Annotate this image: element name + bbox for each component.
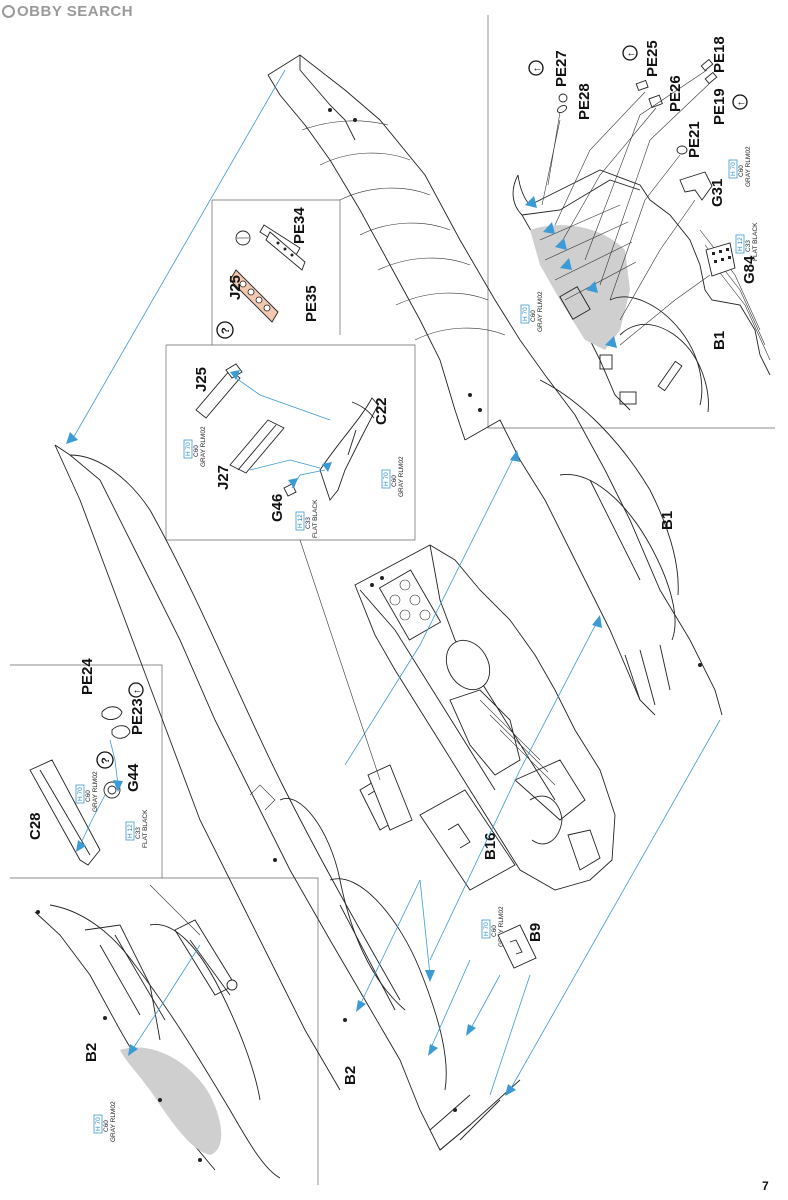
- paint-callout-gray: H 70 C60 GRAY RLM02: [381, 456, 405, 497]
- part-label-c28: C28: [27, 812, 44, 840]
- part-label-pe34: PE34: [291, 207, 308, 244]
- orientation-marker-icon: ↑: [622, 45, 638, 61]
- question-marker-icon: ?: [216, 321, 234, 339]
- part-label-g46: G46: [269, 494, 286, 522]
- part-label-b16: B16: [482, 832, 499, 860]
- assembly-guide-lines: [66, 69, 721, 1096]
- svg-text:GRAY RLM02: GRAY RLM02: [745, 146, 752, 187]
- svg-text:FLAT BLACK: FLAT BLACK: [142, 809, 149, 848]
- paint-callout-black: H 12 C33 FLAT BLACK: [735, 222, 759, 261]
- part-label-j27: J27: [215, 465, 232, 490]
- paint-callout-gray: H 70 C60 GRAY RLM02: [75, 771, 99, 812]
- hobby-search-watermark: OBBY SEARCH: [2, 3, 133, 20]
- paint-callout-gray: H 70 C60 GRAY RLM02: [93, 1101, 117, 1142]
- part-label-pe25: PE25: [644, 40, 661, 77]
- part-label-b1: B1: [659, 511, 676, 530]
- svg-text:C33: C33: [745, 240, 752, 252]
- inset-b2-sidewall: [34, 884, 281, 1179]
- svg-text:H 70: H 70: [483, 922, 490, 936]
- inset-instrument-panel: [229, 224, 306, 323]
- svg-text:H 70: H 70: [77, 787, 84, 801]
- svg-text:H 70: H 70: [185, 442, 192, 456]
- svg-text:C60: C60: [85, 790, 92, 802]
- part-label-pe18: PE18: [711, 36, 728, 73]
- question-marker-icon: ?: [96, 751, 114, 769]
- svg-text:C60: C60: [193, 445, 200, 457]
- orientation-marker-icon: ↑: [732, 94, 748, 110]
- page-number: 7: [762, 1179, 769, 1193]
- part-label-j25-top: J25: [227, 275, 244, 300]
- svg-text:C60: C60: [391, 475, 398, 487]
- part-label-pe35: PE35: [303, 285, 320, 322]
- inset-c28-g44: [29, 706, 131, 866]
- part-label-pe24: PE24: [79, 658, 96, 695]
- part-label-j25: J25: [193, 367, 210, 392]
- svg-text:H 12: H 12: [737, 237, 744, 251]
- floor-part-b16: [419, 789, 516, 891]
- fuselage-half-b1: [267, 54, 723, 716]
- svg-text:↑: ↑: [132, 689, 143, 694]
- svg-text:H 70: H 70: [95, 1117, 102, 1131]
- svg-text:↑: ↑: [532, 67, 543, 72]
- paint-callout-gray: H 70 C60 GRAY RLM02: [183, 426, 207, 467]
- svg-text:GRAY RLM02: GRAY RLM02: [110, 1101, 117, 1142]
- part-label-g84: G84: [741, 255, 758, 284]
- svg-text:GRAY RLM02: GRAY RLM02: [498, 906, 505, 947]
- floor-part-b9: [497, 924, 537, 969]
- svg-text:?: ?: [220, 327, 232, 334]
- svg-text:H 70: H 70: [730, 162, 737, 176]
- part-label-pe28: PE28: [576, 83, 593, 120]
- svg-text:FLAT BLACK: FLAT BLACK: [312, 499, 319, 538]
- svg-text:H 70: H 70: [522, 307, 529, 321]
- svg-text:↑: ↑: [736, 101, 747, 106]
- svg-text:GRAY RLM02: GRAY RLM02: [398, 456, 405, 497]
- svg-text:↑: ↑: [626, 52, 637, 57]
- bulkhead-part: [367, 764, 413, 831]
- svg-text:C60: C60: [103, 1120, 110, 1132]
- inset-seat-bulkhead: [195, 363, 379, 501]
- svg-text:GRAY RLM02: GRAY RLM02: [537, 291, 544, 332]
- svg-text:FLAT BLACK: FLAT BLACK: [752, 222, 759, 261]
- svg-text:C33: C33: [305, 517, 312, 529]
- svg-text:H 70: H 70: [383, 472, 390, 486]
- part-label-c22: C22: [373, 397, 390, 425]
- part-label-pe21: PE21: [686, 121, 703, 158]
- svg-text:GRAY RLM02: GRAY RLM02: [200, 426, 207, 467]
- part-label-g44: G44: [125, 763, 142, 792]
- part-label-b9: B9: [527, 923, 544, 942]
- paint-callout-gray: H 70 C60 GRAY RLM02: [481, 906, 505, 947]
- svg-text:?: ?: [100, 757, 112, 764]
- svg-text:GRAY RLM02: GRAY RLM02: [92, 771, 99, 812]
- paint-callout-black: H 12 C33 FLAT BLACK: [295, 499, 319, 538]
- paint-callout-black: H 12 C33 FLAT BLACK: [125, 809, 149, 848]
- inset-b1-sidewall: [512, 58, 771, 413]
- paint-callout-gray: H 70 C60 GRAY RLM02: [520, 291, 544, 332]
- part-label-b2-inset: B2: [83, 1043, 100, 1062]
- svg-text:C60: C60: [738, 165, 745, 177]
- cockpit-assembly: [354, 544, 616, 891]
- paint-callout-gray: H 70 C60 GRAY RLM02: [728, 146, 752, 187]
- svg-text:C60: C60: [491, 925, 498, 937]
- part-label-pe19: PE19: [711, 88, 728, 125]
- svg-text:H 12: H 12: [127, 824, 134, 838]
- part-label-pe23: PE23: [129, 698, 146, 735]
- svg-text:C33: C33: [135, 827, 142, 839]
- part-label-g31: G31: [709, 179, 726, 207]
- part-label-b1-inset: B1: [711, 331, 728, 350]
- svg-text:H 12: H 12: [297, 514, 304, 528]
- part-label-pe27: PE27: [553, 50, 570, 87]
- part-label-b2-main: B2: [342, 1066, 359, 1085]
- svg-text:C60: C60: [530, 310, 537, 322]
- orientation-marker-icon: ↑: [128, 682, 144, 698]
- watermark-logo-icon: [2, 5, 15, 18]
- orientation-marker-icon: ↑: [528, 60, 544, 76]
- part-label-pe26: PE26: [667, 75, 684, 112]
- fuselage-half-b2: [54, 444, 521, 1151]
- watermark-text: OBBY SEARCH: [17, 3, 134, 20]
